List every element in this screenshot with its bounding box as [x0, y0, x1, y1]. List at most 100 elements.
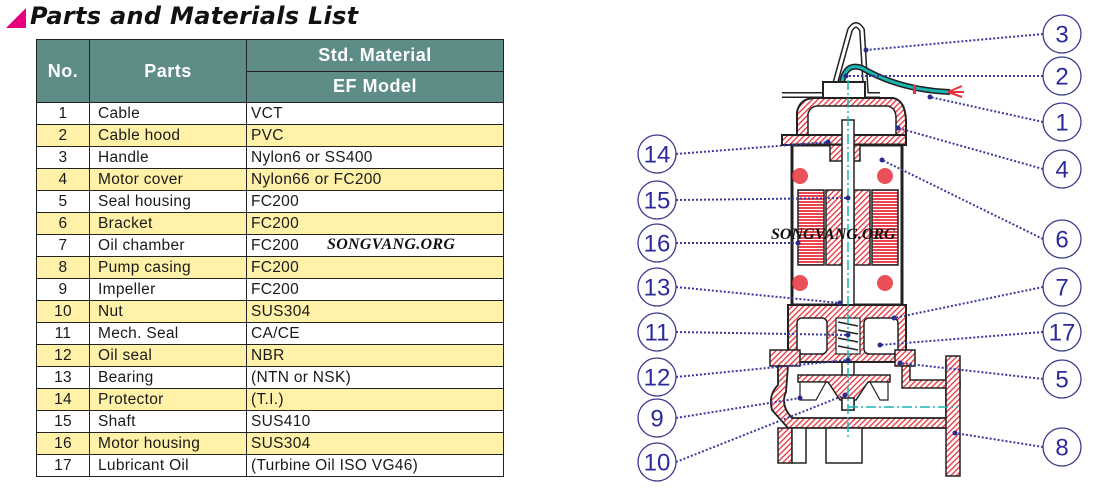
coil-end-br — [877, 275, 893, 291]
cell-no: 17 — [36, 454, 90, 477]
callout-label-12: 12 — [644, 365, 671, 392]
callout-label-8: 8 — [1055, 435, 1068, 462]
cell-material: Nylon66 or FC200 — [246, 168, 504, 191]
callout-label-6: 6 — [1055, 227, 1068, 254]
leader-line-1 — [929, 96, 1044, 123]
callout-circle-5 — [1042, 359, 1082, 399]
material-text: FC200 — [251, 215, 300, 232]
cable — [839, 63, 964, 98]
cell-material: FC200 — [246, 256, 504, 279]
leader-line-4 — [897, 127, 1044, 170]
callout-circle-12 — [637, 357, 677, 397]
leader-dot-16 — [795, 240, 801, 246]
cell-no: 10 — [36, 300, 90, 323]
callout-circle-10 — [637, 442, 677, 482]
material-text: (NTN or NSK) — [251, 369, 352, 386]
cell-part: Seal housing — [89, 190, 247, 213]
material-text: CA/CE — [251, 325, 300, 342]
leader-dot-14 — [825, 139, 831, 145]
leader-dot-13 — [837, 300, 843, 306]
material-text: SUS304 — [251, 303, 311, 320]
stator-left — [797, 189, 825, 266]
material-text: (T.I.) — [251, 391, 284, 408]
cell-part: Shaft — [89, 410, 247, 433]
leader-dot-15 — [845, 195, 851, 201]
leader-dot-12 — [845, 357, 851, 363]
material-text: Nylon6 or SS400 — [251, 149, 373, 166]
material-text: SUS410 — [251, 413, 311, 430]
callout-circle-2 — [1042, 56, 1082, 96]
leader-dot-6 — [879, 157, 885, 163]
cell-part: Impeller — [89, 278, 247, 301]
cell-no: 12 — [36, 344, 90, 367]
material-text: SUS304 — [251, 435, 311, 452]
callout-label-14: 14 — [644, 142, 671, 169]
leader-dot-2 — [843, 73, 849, 79]
leader-dot-8 — [952, 430, 958, 436]
cell-part: Mech. Seal — [89, 322, 247, 345]
callout-label-17: 17 — [1049, 320, 1076, 347]
material-text: FC200 — [251, 281, 300, 298]
cell-no: 5 — [36, 190, 90, 213]
cell-part: Nut — [89, 300, 247, 323]
callout-circle-8 — [1042, 427, 1082, 467]
material-text: FC200 — [251, 259, 300, 276]
leader-line-7 — [893, 286, 1044, 319]
leader-line-5 — [899, 362, 1044, 380]
cell-no: 7 — [36, 234, 90, 257]
callout-label-11: 11 — [645, 320, 670, 347]
page-title: Parts and Materials List — [30, 2, 359, 30]
header-std-material: Std. Material — [246, 39, 504, 72]
leader-line-17 — [879, 331, 1044, 346]
leader-dot-4 — [895, 125, 901, 131]
cell-part: Motor cover — [89, 168, 247, 191]
cell-part: Protector — [89, 388, 247, 411]
cell-part: Pump casing — [89, 256, 247, 279]
cell-material: CA/CE — [246, 322, 504, 345]
callout-circle-4 — [1042, 149, 1082, 189]
cell-material: (Turbine Oil ISO VG46) — [246, 454, 504, 477]
cell-material: VCT — [246, 102, 504, 125]
material-text: NBR — [251, 347, 285, 364]
callout-label-7: 7 — [1055, 275, 1068, 302]
leader-dot-17 — [877, 342, 883, 348]
cell-part: Cable hood — [89, 124, 247, 147]
material-text: (Turbine Oil ISO VG46) — [251, 457, 419, 474]
callout-circle-7 — [1042, 267, 1082, 307]
coil-end-tr — [877, 168, 893, 184]
cell-material: FC200 — [246, 190, 504, 213]
leader-dot-1 — [927, 94, 933, 100]
callout-label-15: 15 — [644, 188, 671, 215]
cell-no: 11 — [36, 322, 90, 345]
handle — [782, 22, 880, 98]
leader-line-13 — [675, 286, 841, 304]
callout-circle-6 — [1042, 219, 1082, 259]
cell-part: Lubricant Oil — [89, 454, 247, 477]
leader-dot-9 — [797, 395, 803, 401]
callout-circle-11 — [637, 312, 677, 352]
callout-circle-3 — [1042, 14, 1082, 54]
leader-dot-10 — [842, 392, 848, 398]
watermark-table: SONGVANG.ORG — [327, 236, 456, 253]
leader-line-8 — [954, 432, 1044, 448]
cell-material: FC200 — [246, 212, 504, 235]
cell-part: Bracket — [89, 212, 247, 235]
watermark-diagram: SONGVANG.ORG — [771, 226, 896, 243]
callout-label-4: 4 — [1055, 157, 1068, 184]
callout-circle-16 — [637, 223, 677, 263]
header-ef-model: EF Model — [246, 70, 504, 103]
base — [825, 427, 863, 464]
header-no: No. — [36, 39, 90, 103]
leader-line-12 — [675, 359, 849, 378]
cell-no: 3 — [36, 146, 90, 169]
